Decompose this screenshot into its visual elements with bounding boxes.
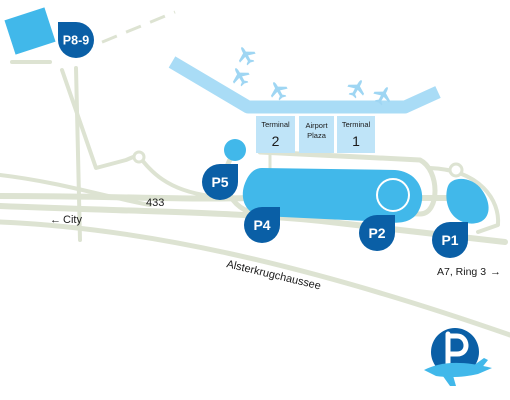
arrow-right-icon: → [490,266,501,278]
taxiway-dashed [77,10,176,54]
terminal-1-label: Terminal [342,120,371,129]
parking-pin-p5[interactable]: P5 [202,164,238,200]
parking-p2-circle [376,178,410,212]
parking-pin-p8-9[interactable]: P8-9 [58,22,94,58]
airplane-icon [344,75,370,101]
parking-pin-p4[interactable]: P4 [244,207,280,243]
parking-pin-p4-label: P4 [253,217,270,233]
parking-area-p2-p4 [242,168,423,223]
parking-pin-p2[interactable]: P2 [359,215,395,251]
parking-area-p8-9 [4,7,56,55]
terminal-1-number: 1 [352,133,360,149]
airport-plaza-label-line2: Plaza [307,131,327,140]
apron-runway [168,56,441,114]
airplane-icon [233,42,259,68]
city-direction-label: City [63,214,82,226]
parking-pin-p1[interactable]: P1 [432,222,468,258]
route-433-label: 433 [146,197,164,209]
terminal-1[interactable]: Terminal 1 [337,116,375,153]
parking-area-p1 [446,178,489,224]
parking-pin-p5-label: P5 [211,174,228,190]
parking-pin-p2-label: P2 [368,225,385,241]
airplane-icon [265,77,291,103]
city-direction: ← City [50,214,82,226]
parking-pin-p8-9-label: P8-9 [63,34,89,48]
terminal-2-label: Terminal [261,120,290,129]
parking-logo-icon [424,328,492,386]
road-network [0,60,510,338]
terminal-2-number: 2 [272,133,280,149]
highway-direction-label: A7, Ring 3 [437,266,486,278]
parking-pin-p1-label: P1 [441,232,458,248]
airport-plaza[interactable]: Airport Plaza [299,116,334,153]
highway-direction: A7, Ring 3 → [437,266,501,278]
airplane-icon [227,63,253,89]
roundabout-east [448,162,464,178]
parking-area-p5 [224,139,246,161]
roundabout-north [132,150,146,164]
terminal-2[interactable]: Terminal 2 [256,116,295,153]
airport-plaza-label-line1: Airport [305,121,328,130]
arrow-left-icon: ← [50,214,61,226]
